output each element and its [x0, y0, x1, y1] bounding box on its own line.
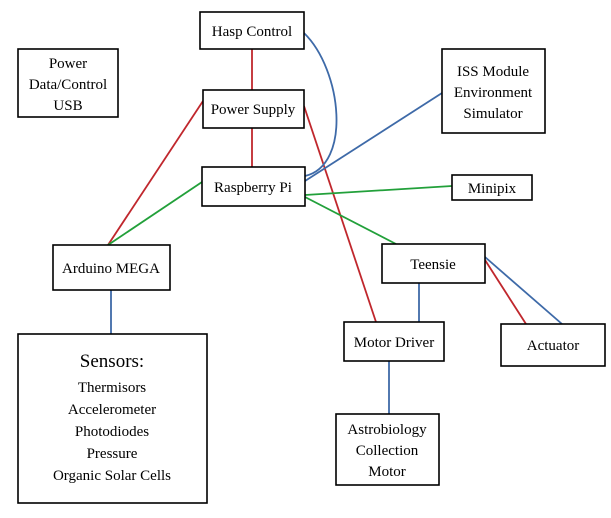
legend: Power Data/Control USB [17, 48, 119, 118]
legend-data-control: Data/Control [29, 77, 107, 93]
node-motor-driver: Motor Driver [343, 321, 445, 362]
sensor-item: Pressure [87, 446, 138, 462]
node-label-line: Collection [356, 443, 419, 459]
usb-line-raspberry-pi-to-minipix [304, 185, 453, 196]
sensor-item: Accelerometer [68, 402, 156, 418]
node-hasp-control: Hasp Control [199, 11, 305, 50]
data-line-raspberry-pi-to-iss [304, 92, 443, 182]
node-label-line: ISS Module [457, 64, 529, 80]
power-line-power-supply-to-motor-driver [303, 105, 377, 323]
node-astrobiology-collection-motor: Astrobiology Collection Motor [335, 413, 440, 486]
usb-line-raspberry-pi-to-teensie [304, 196, 397, 245]
node-label: Minipix [468, 181, 517, 197]
node-label: Motor Driver [354, 335, 434, 351]
power-line-teensie-to-actuator [484, 259, 527, 325]
connectors [107, 32, 563, 414]
node-teensie: Teensie [381, 243, 486, 284]
data-line-teensie-to-actuator [484, 256, 563, 325]
node-label-line: Environment [454, 85, 533, 101]
data-line-hasp-to-raspberry-pi [303, 32, 338, 177]
node-sensors: Sensors: Thermisors Accelerometer Photod… [17, 333, 208, 504]
power-line-power-supply-to-arduino [107, 100, 204, 246]
sensors-title: Sensors: [80, 351, 144, 372]
node-actuator: Actuator [500, 323, 606, 367]
node-label-line: Simulator [463, 106, 522, 122]
sensor-item: Thermisors [78, 380, 146, 396]
node-label: Raspberry Pi [214, 180, 292, 196]
node-arduino-mega: Arduino MEGA [52, 244, 171, 291]
node-label-line: Motor [368, 464, 406, 480]
legend-box [17, 48, 119, 118]
node-label: Arduino MEGA [62, 261, 160, 277]
node-label-line: Astrobiology [347, 422, 427, 438]
node-label: Power Supply [211, 102, 296, 118]
legend-usb: USB [53, 98, 82, 114]
node-label: Teensie [410, 257, 456, 273]
node-label: Actuator [527, 338, 579, 354]
usb-line-raspberry-pi-to-arduino [107, 181, 203, 246]
node-power-supply: Power Supply [202, 89, 305, 129]
legend-power: Power [49, 56, 87, 72]
node-iss-module-environment-simulator: ISS Module Environment Simulator [441, 48, 546, 134]
sensor-item: Photodiodes [75, 424, 149, 440]
node-minipix: Minipix [451, 174, 533, 201]
node-raspberry-pi: Raspberry Pi [201, 166, 306, 207]
node-label: Hasp Control [212, 24, 292, 40]
sensor-item: Organic Solar Cells [53, 468, 171, 484]
